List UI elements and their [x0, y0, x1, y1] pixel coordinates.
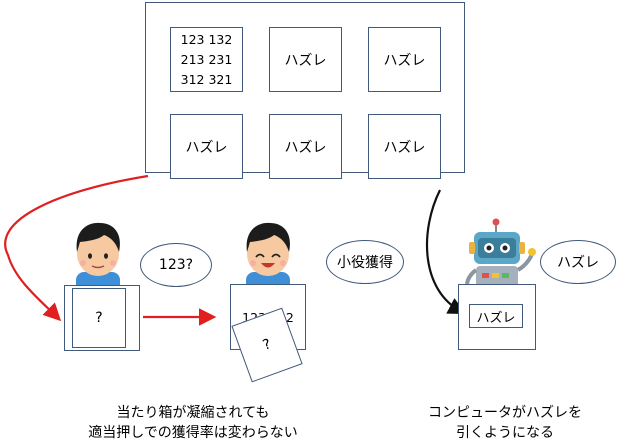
speech-bubble-middle: 小役獲得	[326, 240, 404, 284]
cell-miss-label: ハズレ	[284, 52, 327, 69]
cell-miss-label: ハズレ	[284, 139, 327, 156]
cell-miss: ハズレ	[170, 114, 243, 179]
cell-miss: ハズレ	[368, 27, 441, 92]
cell-miss: ハズレ	[269, 114, 342, 179]
middle-card-label: ?	[260, 336, 274, 354]
speech-bubble-left: 123?	[140, 243, 212, 287]
caption-left-text: 当たり箱が凝縮されても 適当押しでの獲得率は変わらない	[88, 405, 298, 441]
cell-miss: ハズレ	[269, 27, 342, 92]
robot-screen: ハズレ	[469, 304, 523, 328]
speech-left-text: 123?	[158, 257, 194, 273]
cell-miss-label: ハズレ	[383, 52, 426, 69]
robot-screen-label: ハズレ	[476, 310, 516, 326]
cell-miss: ハズレ	[368, 114, 441, 179]
left-card-label: ?	[95, 310, 103, 326]
person-happy-icon	[246, 222, 290, 290]
speech-robot-text: ハズレ	[557, 255, 599, 271]
person-neutral-icon	[76, 222, 120, 290]
cell-miss-label: ハズレ	[185, 139, 228, 156]
robot-icon	[465, 218, 536, 288]
cell-perm-text: 123 132 213 231 312 321	[180, 31, 233, 87]
speech-middle-text: 小役獲得	[337, 255, 393, 271]
speech-bubble-robot: ハズレ	[540, 240, 616, 284]
caption-left: 当たり箱が凝縮されても 適当押しでの獲得率は変わらない	[58, 383, 328, 443]
black-curve-arrow	[425, 189, 466, 315]
cell-winning-combinations: 123 132 213 231 312 321	[170, 27, 243, 92]
left-card: ?	[72, 288, 126, 348]
caption-right-text: コンピュータがハズレを 引くようになる	[428, 405, 582, 441]
caption-right: コンピュータがハズレを 引くようになる	[405, 383, 605, 443]
cell-miss-label: ハズレ	[383, 139, 426, 156]
reel-combination-panel: 123 132 213 231 312 321 ハズレ ハズレ ハズレ ハズレ …	[145, 2, 465, 179]
